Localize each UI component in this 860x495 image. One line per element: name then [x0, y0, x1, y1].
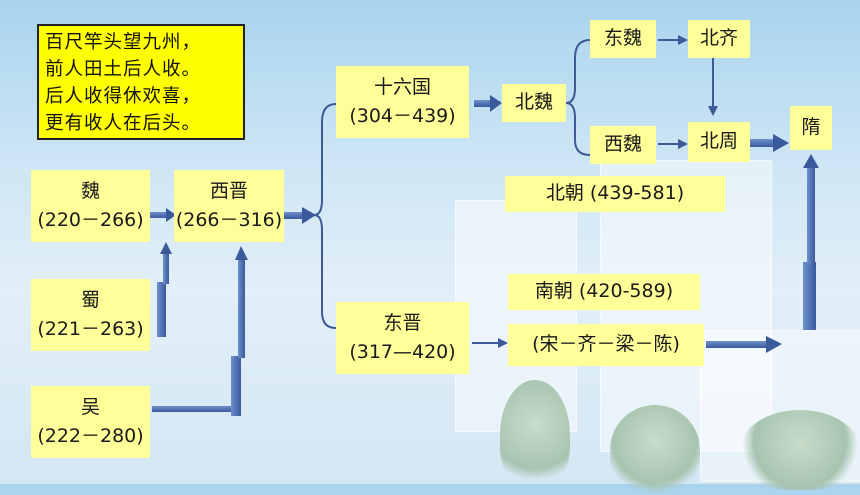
connector-layer	[148, 35, 819, 416]
node-wei: 魏 (220－266)	[31, 170, 150, 242]
node-name: 东魏	[603, 27, 642, 50]
background-tree	[740, 410, 860, 490]
node-name: 隋	[801, 116, 821, 139]
node-shu: 蜀 (221－263)	[31, 279, 150, 351]
node-years: (220－266)	[37, 209, 144, 231]
poem-line: 百尺竿头望九州，	[45, 32, 202, 53]
beiwei-split-bracket	[565, 39, 591, 156]
node-years: (221－263)	[37, 318, 144, 340]
node-xijin: 西晋 (266－316)	[174, 170, 284, 242]
node-years: (304－439)	[349, 105, 456, 127]
arrow-xiwei-to-beizhou	[658, 139, 688, 149]
node-name: 西魏	[603, 133, 642, 156]
period-label: 南朝 (420-589)	[534, 280, 674, 303]
node-sui: 隋	[790, 106, 832, 150]
node-beiqi: 北齐	[688, 20, 750, 58]
node-wu: 吴 (222－280)	[31, 386, 150, 458]
node-dongjin: 东晋 (317—420)	[336, 302, 469, 374]
node-years: (266－316)	[175, 209, 283, 231]
arrow-nanchao-to-sui	[803, 154, 819, 330]
node-name: 东晋	[383, 311, 422, 334]
node-name: 北魏	[514, 91, 553, 114]
poem-line: 后人收得休欢喜，	[45, 86, 202, 107]
arrow-dongwei-to-beiqi	[658, 35, 688, 45]
node-beizhou: 北周	[688, 122, 750, 162]
poem-box: 百尺竿头望九州， 前人田土后人收。 后人收得休欢喜， 更有收人在后头。	[37, 24, 245, 140]
label-nanchao-dynasties: (宋－齐－梁－陈)	[508, 324, 704, 366]
arrow-shiliuguo-to-beiwei	[474, 95, 502, 112]
arrow-xijin-to-bracket	[284, 207, 316, 224]
arrow-beizhou-to-sui	[750, 134, 789, 152]
arrow-wu-to-xijin	[152, 246, 248, 416]
node-name: 吴	[80, 395, 100, 418]
arrow-shu-to-xijin	[157, 242, 172, 337]
arrow-dongjin-to-nanchao	[472, 338, 508, 348]
node-name: 西晋	[209, 179, 248, 202]
node-name: 北齐	[699, 27, 738, 50]
label-nanchao: 南朝 (420-589)	[508, 274, 700, 310]
node-name: 北周	[699, 130, 738, 153]
arrow-beiqi-to-beizhou	[708, 58, 718, 116]
arrow-nanchao-right	[706, 336, 782, 353]
node-name: 魏	[80, 179, 100, 202]
node-years: (317—420)	[349, 341, 456, 363]
node-xiwei: 西魏	[590, 126, 656, 164]
poem-line: 前人田土后人收。	[45, 59, 202, 80]
node-beiwei: 北魏	[502, 84, 566, 122]
arrow-wei-to-xijin	[148, 208, 176, 222]
node-years: (222－280)	[37, 425, 144, 447]
background-tree	[500, 380, 570, 490]
period-label: (宋－齐－梁－陈)	[532, 333, 680, 356]
node-name: 蜀	[80, 288, 100, 311]
background-tree	[610, 405, 700, 495]
node-dongwei: 东魏	[590, 20, 656, 58]
node-shiliuguo: 十六国 (304－439)	[336, 66, 469, 138]
period-label: 北朝 (439-581)	[545, 182, 685, 205]
node-name: 十六国	[373, 75, 431, 98]
split-bracket	[313, 103, 337, 329]
label-beichao: 北朝 (439-581)	[505, 176, 725, 212]
poem-line: 更有收人在后头。	[45, 113, 202, 134]
